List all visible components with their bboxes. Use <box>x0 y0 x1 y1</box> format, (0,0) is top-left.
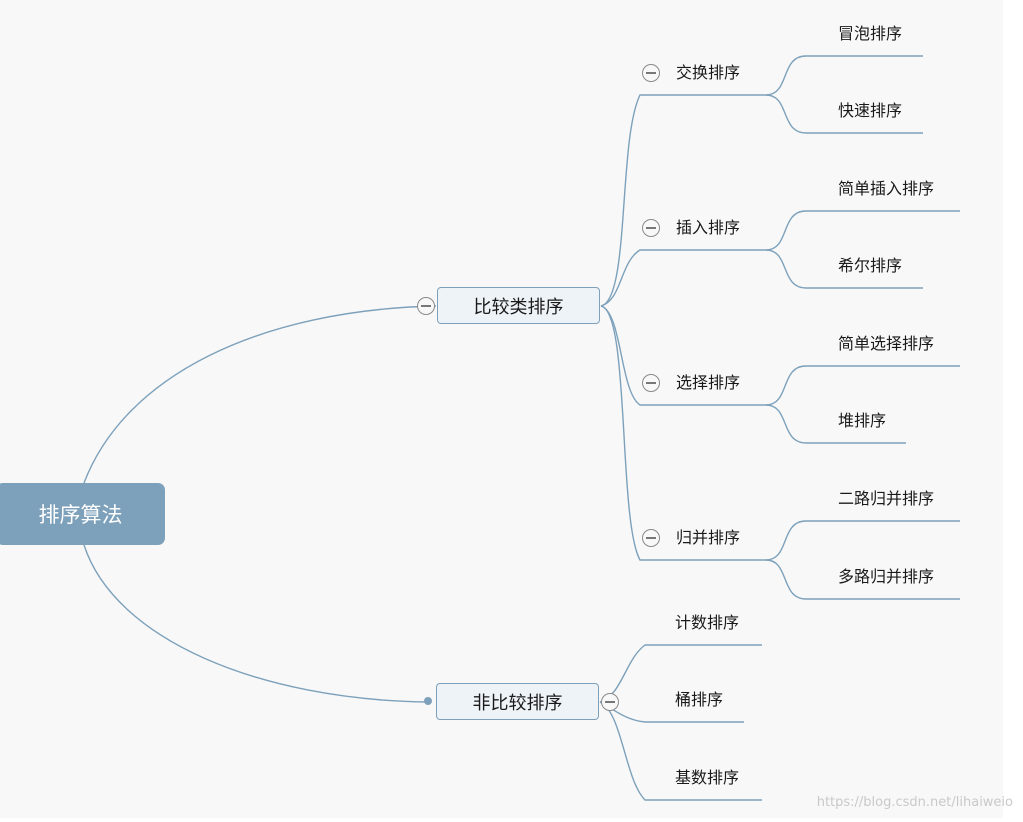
connector-compare-exchange <box>600 94 766 307</box>
leaf-bucket-sort[interactable]: 桶排序 <box>675 690 724 709</box>
collapse-icon[interactable] <box>642 529 660 547</box>
branch-noncompare-label: 非比较排序 <box>472 692 563 714</box>
branch-compare-label: 比较类排序 <box>473 296 564 318</box>
collapse-icon[interactable] <box>601 693 619 711</box>
collapse-icon[interactable] <box>642 64 660 82</box>
connector-compare-insert <box>600 249 766 307</box>
leaf-shell-sort[interactable]: 希尔排序 <box>838 256 903 275</box>
mind-map-canvas: 排序算法 比较类排序 非比较排序 交换排序 冒泡排序 快速排序 插入排序 简单插… <box>0 24 960 801</box>
group-select-label[interactable]: 选择排序 <box>676 373 741 392</box>
leaf-simple-select-sort[interactable]: 简单选择排序 <box>838 334 935 353</box>
leaf-counting-sort[interactable]: 计数排序 <box>675 613 740 632</box>
leaf-bubble-sort[interactable]: 冒泡排序 <box>838 24 903 43</box>
connector-compare-merge <box>600 305 766 561</box>
root-node[interactable]: 排序算法 <box>0 483 165 545</box>
watermark: https://blog.csdn.net/lihaiweio <box>816 795 1013 810</box>
connector-root-compare <box>83 305 437 484</box>
root-node-label: 排序算法 <box>38 503 123 527</box>
connector-insert-shell <box>765 249 923 289</box>
group-merge-label[interactable]: 归并排序 <box>676 528 741 547</box>
leaf-simple-insert-sort[interactable]: 简单插入排序 <box>838 179 935 198</box>
leaf-quick-sort[interactable]: 快速排序 <box>838 101 903 120</box>
connector-merge-two <box>765 520 960 561</box>
group-exchange-label[interactable]: 交换排序 <box>676 63 741 82</box>
connector-select-simple <box>765 365 960 406</box>
branch-noncompare-node[interactable]: 非比较排序 <box>436 683 599 720</box>
connector-root-noncompare <box>83 544 429 703</box>
connector-exchange-bubble <box>765 55 923 96</box>
leaf-radix-sort[interactable]: 基数排序 <box>675 768 740 787</box>
connector-exchange-quick <box>765 94 923 134</box>
connector-merge-multi <box>765 559 960 600</box>
connector-insert-simple <box>765 210 960 251</box>
leaf-two-way-merge-sort[interactable]: 二路归并排序 <box>838 489 935 508</box>
group-insert-label[interactable]: 插入排序 <box>676 218 741 237</box>
collapse-icon[interactable] <box>642 374 660 392</box>
connector-select-heap <box>765 404 906 444</box>
collapse-icon[interactable] <box>642 219 660 237</box>
branch-compare-node[interactable]: 比较类排序 <box>437 287 600 324</box>
leaf-heap-sort[interactable]: 堆排序 <box>838 411 887 430</box>
connector-lines <box>83 55 960 801</box>
collapse-icon[interactable] <box>417 297 435 315</box>
dot-icon <box>424 697 432 705</box>
leaf-multi-way-merge-sort[interactable]: 多路归并排序 <box>838 567 935 586</box>
